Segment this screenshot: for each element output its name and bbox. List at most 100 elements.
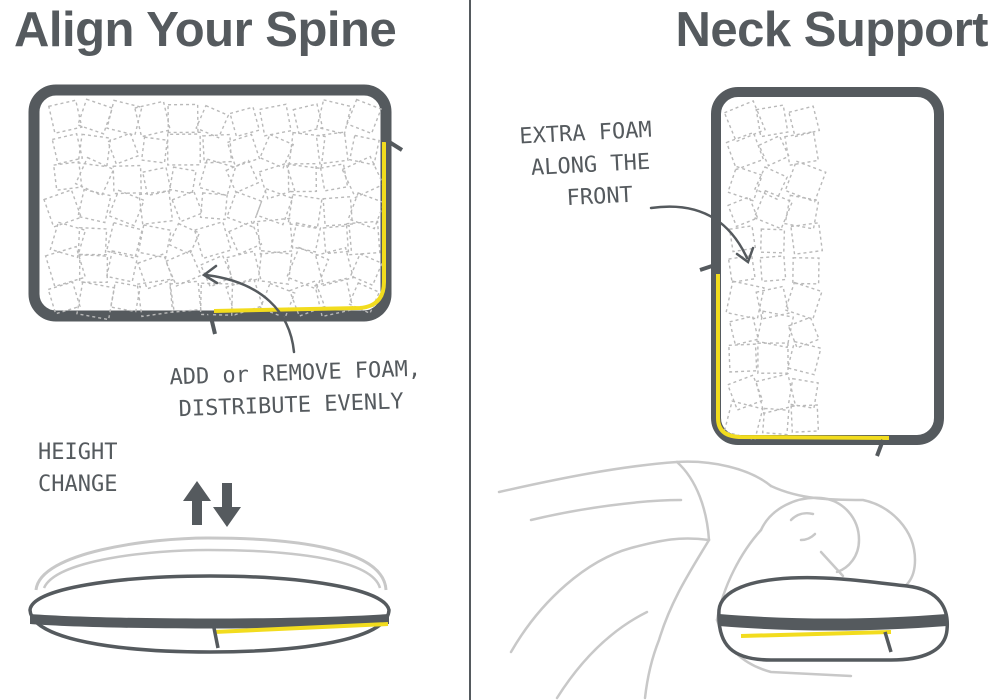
foam-piece xyxy=(47,99,83,135)
panel-divider xyxy=(469,0,471,700)
foam-piece xyxy=(43,188,83,228)
foam-piece xyxy=(348,282,381,315)
zipper-line xyxy=(213,142,386,313)
pillow-front-view xyxy=(699,87,944,457)
foam-piece xyxy=(107,189,145,227)
pillow-side-profile xyxy=(717,575,950,662)
foam-piece xyxy=(137,253,174,290)
side-zipper-line xyxy=(740,630,892,638)
foam-piece xyxy=(345,220,381,256)
foam-piece xyxy=(792,257,820,285)
neck-support-title: Neck Support xyxy=(675,3,988,57)
foam-piece xyxy=(753,166,789,201)
zipper-line xyxy=(716,274,890,440)
foam-piece xyxy=(725,131,765,171)
pillow-side-view xyxy=(28,536,391,654)
foam-piece xyxy=(348,134,380,166)
foam-piece xyxy=(74,156,115,197)
height-change-note: HEIGHT CHANGE xyxy=(38,437,117,501)
foam-piece xyxy=(788,105,821,138)
height-change-line: CHANGE xyxy=(38,471,118,497)
foam-piece xyxy=(727,165,764,202)
foam-piece xyxy=(286,246,330,290)
arrow-down-icon xyxy=(213,483,241,527)
foam-piece xyxy=(77,188,112,224)
front-foam-arrow xyxy=(649,205,755,264)
foam-piece xyxy=(790,404,820,433)
pillow-top-view xyxy=(28,84,404,335)
foam-piece xyxy=(164,249,202,287)
arrow-up-icon xyxy=(183,481,211,525)
foam-piece xyxy=(790,222,824,255)
align-spine-panel: Align Your Spine xyxy=(0,0,469,700)
foam-piece xyxy=(258,162,296,200)
foam-piece xyxy=(753,189,794,230)
foam-piece xyxy=(290,222,322,253)
side-seam-band xyxy=(30,614,389,629)
foam-piece xyxy=(755,285,790,320)
foam-piece xyxy=(727,195,759,228)
foam-piece xyxy=(758,134,790,167)
foam-piece xyxy=(315,131,349,165)
foam-piece xyxy=(225,190,263,228)
foam-piece xyxy=(78,253,109,284)
foam-piece xyxy=(51,132,84,165)
foam-piece xyxy=(784,160,827,203)
zipper-end-left xyxy=(699,262,719,272)
neck-support-illustration xyxy=(497,87,950,700)
foam-piece xyxy=(287,162,318,193)
foam-piece xyxy=(256,217,294,255)
foam-piece xyxy=(228,220,263,256)
foam-piece xyxy=(787,377,819,410)
foam-piece xyxy=(199,282,234,316)
foam-piece xyxy=(167,103,199,136)
foam-piece xyxy=(225,250,262,286)
foam-piece xyxy=(112,164,142,195)
foam-piece xyxy=(168,222,201,255)
foam-arrow xyxy=(201,264,296,354)
foam-piece xyxy=(225,159,260,194)
foam-piece xyxy=(49,221,87,259)
foam-piece xyxy=(47,281,81,315)
height-change-line: HEIGHT xyxy=(38,440,118,465)
foam-piece xyxy=(77,226,108,257)
foam-piece xyxy=(76,98,114,135)
foam-piece xyxy=(314,246,355,287)
foam-piece xyxy=(322,224,353,255)
foam-piece xyxy=(784,194,820,230)
extra-foam-line: FRONT xyxy=(566,182,634,211)
foam-piece xyxy=(195,104,230,139)
foam-piece xyxy=(199,192,228,221)
foam-piece xyxy=(166,131,201,166)
foam-piece xyxy=(136,278,175,318)
foam-piece xyxy=(786,340,822,376)
side-zipper-line xyxy=(213,622,389,634)
foam-piece xyxy=(255,187,294,226)
foam-piece xyxy=(288,131,326,170)
foam-piece xyxy=(755,104,789,138)
foam-piece xyxy=(759,228,786,254)
extra-foam-note: EXTRA FOAM ALONG THE FRONT xyxy=(519,115,656,217)
foam-piece xyxy=(755,373,797,415)
foam-piece xyxy=(316,99,352,135)
foam-piece xyxy=(784,130,820,167)
foam-piece xyxy=(140,136,169,164)
foam-piece xyxy=(287,193,323,230)
foam-piece xyxy=(133,100,172,138)
foam-piece xyxy=(347,192,385,230)
foam-piece xyxy=(105,221,143,260)
extra-foam-line: ALONG THE xyxy=(530,149,651,181)
zipper-end-bottom xyxy=(208,312,217,335)
foam-piece xyxy=(137,224,172,259)
foam-piece xyxy=(322,195,354,227)
neck-support-panel: Neck Support xyxy=(471,0,1000,700)
pillow-outline xyxy=(711,87,944,445)
foam-piece xyxy=(725,280,765,320)
foam-piece xyxy=(761,407,790,436)
foam-instruction-note: ADD or REMOVE FOAM, DISTRIBUTE EVENLY xyxy=(169,354,423,427)
foam-piece xyxy=(784,281,823,321)
foam-piece xyxy=(259,133,295,169)
foam-piece xyxy=(226,133,261,168)
foam-piece xyxy=(202,133,233,164)
foam-piece xyxy=(258,103,292,137)
